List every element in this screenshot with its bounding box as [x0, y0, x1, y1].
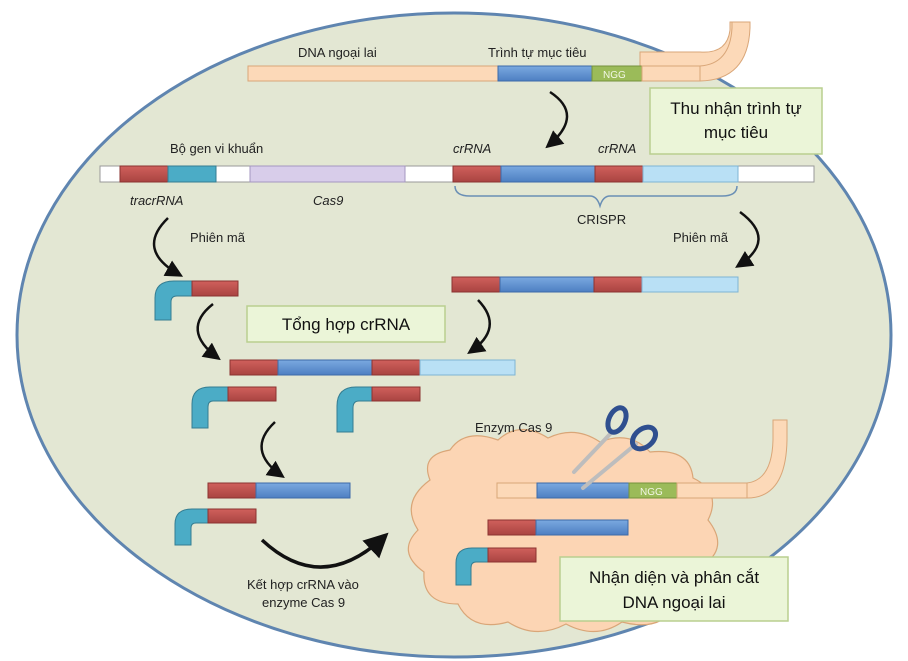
bacterial-genome-label: Bộ gen vi khuẩn [170, 141, 263, 156]
crrna-label-right: crRNA [598, 141, 636, 156]
curved-arrow-icon [467, 299, 491, 354]
tracrrna-transcript [154, 280, 239, 321]
guide-crrna-complex [487, 519, 629, 536]
mature-tracrrna [174, 508, 257, 546]
crrna-label-left: crRNA [453, 141, 491, 156]
curved-arrow-icon [260, 421, 285, 479]
combine-label-line2: enzyme Cas 9 [262, 595, 345, 610]
foreign-dna-label: DNA ngoại lai [298, 45, 377, 60]
combine-label-line1: Kết hợp crRNA vào [247, 577, 359, 592]
pam-ngg-cut-label: NGG [640, 487, 663, 498]
tracrrna-pair-right [336, 386, 421, 433]
acquire-target-box [649, 87, 823, 155]
pam-ngg-label: NGG [603, 70, 626, 81]
recognize-box-line1: Nhận diện và phân cắt [589, 568, 759, 587]
crispr-brace [454, 185, 738, 209]
acquire-box-line2: mục tiêu [704, 123, 768, 142]
enzyme-cas9-label: Enzym Cas 9 [475, 420, 552, 435]
crispr-label: CRISPR [577, 212, 626, 227]
target-sequence-label: Trình tự mục tiêu [488, 45, 587, 60]
foreign-dna-strand [247, 21, 751, 82]
curved-arrow-icon [260, 532, 389, 569]
hybrid-crrna-strand [229, 359, 516, 376]
curved-arrow-icon [545, 90, 569, 149]
pre-crrna-transcript [451, 276, 739, 293]
mature-crrna [207, 482, 351, 499]
acquire-box-line1: Thu nhận trình tự [670, 99, 801, 118]
curved-arrow-icon [735, 210, 760, 268]
bacterial-genome-strand [99, 165, 815, 183]
curved-arrow-icon [152, 217, 184, 277]
synthesis-box [246, 305, 446, 343]
bound-foreign-dna [496, 419, 788, 499]
transcription-label-left: Phiên mã [190, 230, 246, 245]
tracrrna-label: tracrRNA [130, 193, 183, 208]
guide-tracrrna-complex [455, 547, 537, 586]
synthesis-box-label: Tổng hợp crRNA [282, 315, 411, 334]
transcription-label-right: Phiên mã [673, 230, 729, 245]
recognize-box-line2: DNA ngoại lai [622, 593, 725, 612]
cas9-gene-label: Cas9 [313, 193, 343, 208]
curved-arrow-icon [196, 303, 221, 361]
scissors-icon [572, 405, 659, 490]
tracrrna-pair-left [191, 386, 277, 429]
recognize-cleave-box [559, 556, 789, 622]
